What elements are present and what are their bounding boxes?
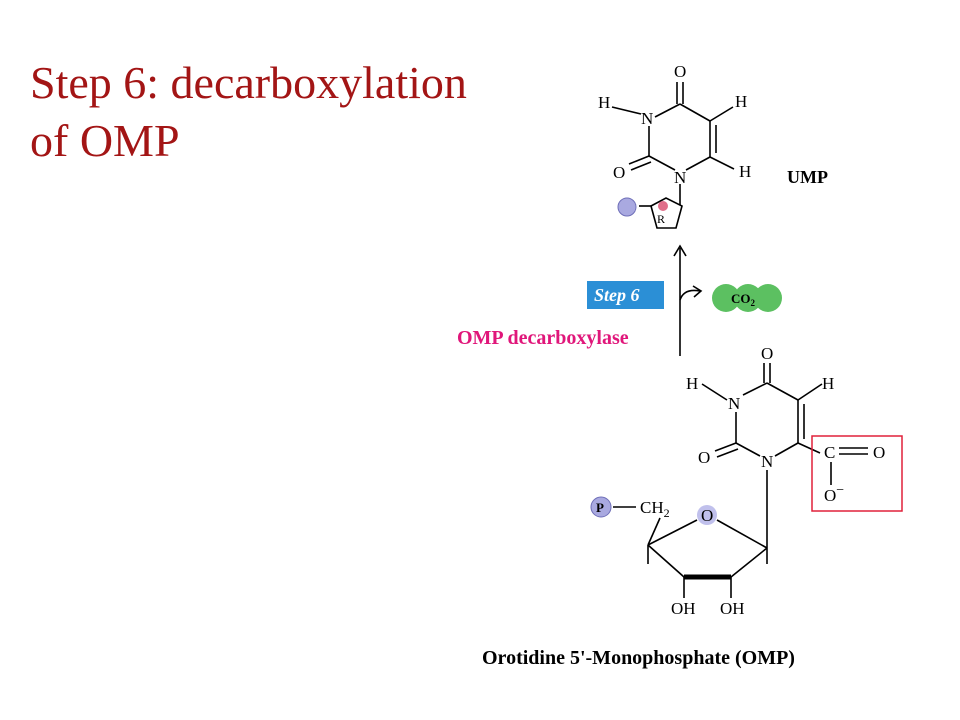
ump-atom-o-c2: O [613,163,625,182]
omp-atom-h-n3: H [686,374,698,393]
omp-label: Orotidine 5'-Monophosphate (OMP) [482,647,795,669]
co2-text-main: CO [731,291,751,306]
slide-title-line-2: of OMP [30,115,180,166]
omp-atom-carboxyl-o: O [873,443,885,462]
ump-atom-n3: N [641,109,653,128]
omp-atom-phosphate: P [596,500,604,515]
ump-atom-o-top: O [674,62,686,81]
omp-atom-oh-2: OH [671,599,696,618]
omp-atom-ch2: CH2 [640,498,670,520]
omp-phosphate-icon [590,496,612,518]
omp-atom-ring-o: O [701,506,713,525]
co2-bubble [712,284,782,312]
ump-atom-h-n3: H [598,93,610,112]
omp-atom-ch: CH [640,498,664,517]
ump-phosphate-icon [617,197,637,217]
omp-atom-charge: − [836,483,844,498]
omp-atom-o-c2: O [698,448,710,467]
omp-atom-o-top: O [761,344,773,363]
co2-text: CO2 [731,291,756,308]
ump-atom-h-c5: H [735,92,747,111]
slide-title-line-1: Step 6: decarboxylation [30,57,467,108]
reaction-arrow [673,244,703,356]
enzyme-label: OMP decarboxylase [457,327,629,349]
slide-title: Step 6: decarboxylation of OMP [30,54,467,170]
carboxyl-highlight-box [811,435,903,512]
step-label: Step 6 [594,285,640,305]
ump-structure [611,82,735,229]
omp-structure [613,363,868,598]
ump-ribose-dot-icon [658,201,668,211]
ump-atom-h-c6: H [739,162,751,181]
co2-text-sub: 2 [751,298,756,308]
omp-atom-h-c5: H [822,374,834,393]
omp-atom-carboxyl-o-letter: O [824,486,836,505]
omp-atom-carboxyl-ominus: O− [824,483,844,505]
omp-atom-carboxyl-c: C [824,443,835,462]
ring-oxygen-highlight-icon [697,505,717,525]
step-badge [587,281,664,309]
omp-atom-oh-3: OH [720,599,745,618]
omp-atom-ch2-sub: 2 [664,506,670,520]
ump-atom-n1: N [674,168,686,187]
ump-atom-ribose: R [657,212,665,226]
omp-atom-n1: N [761,452,773,471]
ump-label: UMP [787,167,828,187]
omp-atom-n3: N [728,394,740,413]
